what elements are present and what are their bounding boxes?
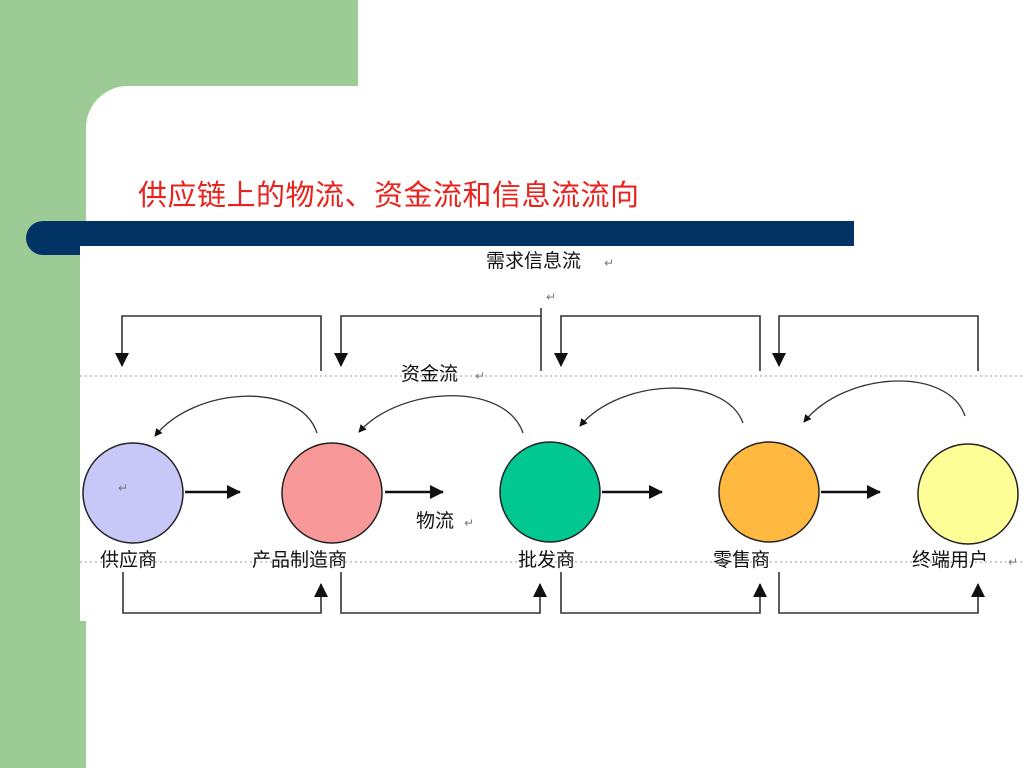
label-info-flow-return: ↵	[604, 256, 614, 270]
node-label-end-user: 终端用户	[912, 549, 988, 571]
node-label-manufacturer: 产品制造商	[252, 549, 347, 571]
info-flow-arrow-1	[115, 315, 322, 371]
info-flow-arrow-2	[334, 315, 542, 371]
info-flow-arrows	[115, 308, 979, 371]
info-flow-arrow-4	[772, 315, 979, 371]
bottom-flow-arrow-3	[560, 572, 767, 614]
node-label-retailer: 零售商	[713, 549, 770, 571]
label-material-flow-return: ↵	[464, 516, 474, 530]
node-supplier: ↵	[82, 442, 184, 544]
node-return-mark: ↵	[118, 481, 128, 495]
label-material-flow: 物流	[416, 510, 454, 532]
node-circle-retailer	[718, 441, 820, 543]
label-money-flow: 资金流	[401, 363, 458, 385]
money-flow-arrow-1	[154, 395, 318, 437]
node-circle-wholesaler	[499, 441, 601, 543]
bottom-flow-arrow-1	[122, 572, 328, 614]
node-circle-supplier	[82, 442, 184, 544]
money-flow-arrow-3	[579, 387, 744, 427]
bottom-flow-arrows	[122, 572, 985, 614]
node-circle-end-user	[917, 443, 1019, 545]
money-flow-arrow-4	[803, 380, 966, 423]
node-wholesaler	[499, 441, 601, 543]
slide-title: 供应链上的物流、资金流和信息流流向	[138, 178, 640, 212]
bottom-flow-arrow-2	[340, 572, 547, 614]
info-flow-arrow-3	[554, 315, 761, 371]
money-flow-arrow-2	[358, 395, 524, 434]
node-end-user	[917, 443, 1019, 545]
node-retailer	[718, 441, 820, 543]
label-info-return-mark: ↵	[546, 290, 556, 304]
node-circle-manufacturer	[281, 442, 383, 544]
supply-chain-diagram: ↵ 需求信息流 ↵	[80, 246, 1024, 621]
label-info-flow: 需求信息流	[486, 250, 581, 272]
node-manufacturer	[281, 442, 383, 544]
node-label-supplier: 供应商	[100, 549, 157, 571]
money-flow-arrows	[154, 380, 966, 437]
node-label-end-user-return: ↵	[1008, 555, 1018, 569]
bottom-flow-arrow-4	[778, 572, 985, 614]
node-label-wholesaler: 批发商	[518, 549, 575, 571]
label-money-flow-return: ↵	[475, 369, 485, 383]
